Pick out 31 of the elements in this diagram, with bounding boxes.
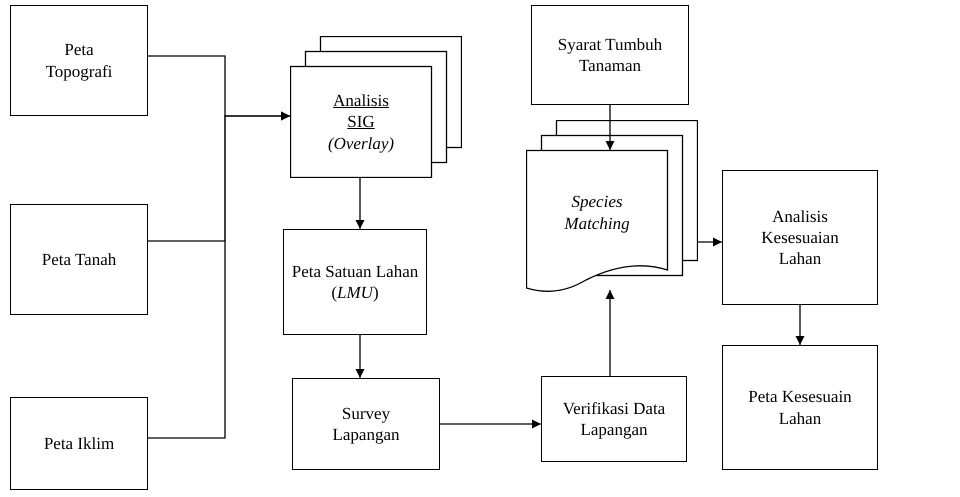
- node-text: Peta Topografi: [44, 39, 114, 82]
- stacked-documents: [290, 36, 462, 178]
- process-box: [10, 204, 148, 315]
- process-box: [531, 5, 689, 105]
- process-box: [722, 170, 878, 305]
- process-box: [541, 376, 687, 462]
- multi-document-shape: [526, 120, 698, 295]
- process-box: [292, 378, 440, 470]
- node-text: Verifikasi Data Lapangan: [562, 398, 666, 440]
- arrow: [356, 335, 364, 378]
- node-text: Peta Iklim: [44, 432, 114, 454]
- node-text: Survey Lapangan: [331, 402, 401, 446]
- node-text: Peta Tanah: [42, 248, 116, 270]
- arrow: [440, 420, 541, 428]
- node-text: Analisis Kesesuaian Lahan: [760, 206, 840, 270]
- arrow: [606, 290, 614, 376]
- arrow: [796, 305, 804, 345]
- arrow: [356, 178, 364, 229]
- node-text: Syarat Tumbuh Tanaman: [556, 34, 664, 76]
- arrow: [698, 238, 722, 246]
- node-text: Analisis SIG: [332, 90, 390, 133]
- node-text: Species Matching: [563, 191, 631, 234]
- process-box: [283, 229, 427, 335]
- node-text: (Overlay): [328, 132, 394, 154]
- process-box: [722, 345, 878, 470]
- node-text: Peta Satuan Lahan (LMU): [290, 260, 420, 304]
- process-box: [10, 5, 148, 116]
- node-text: Peta Kesesuain Lahan: [747, 386, 853, 429]
- process-box: [10, 397, 148, 490]
- arrow: [148, 112, 290, 439]
- arrow: [606, 105, 614, 150]
